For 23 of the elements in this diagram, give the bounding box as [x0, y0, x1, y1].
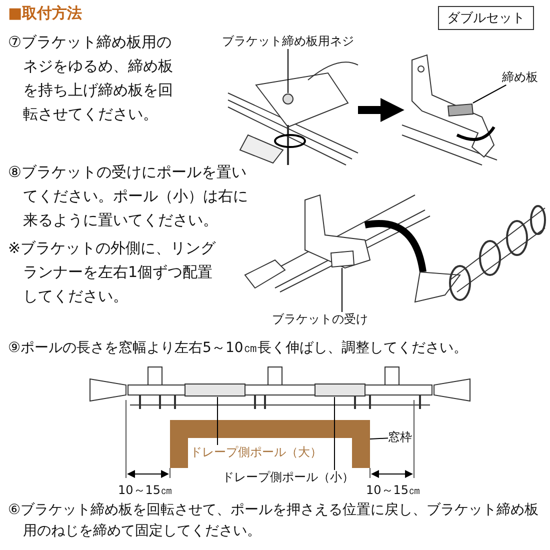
note-text: ※ブラケットの外側に、リングランナーを左右1個ずつ配置してください。: [8, 238, 217, 307]
instruction-text: ⑧ブラケットの受けにポールを置いてください。ポール（小）は右に来るように置いてください。: [8, 162, 248, 231]
instruction-text: ⑥ブラケット締め板を回転させて、ポールを押さえる位置に戻し、ブラケット締め板用のねじを締めて固定してください。: [8, 501, 540, 541]
instruction-text: ⑨ポールの長さを窓幅より左右5～10㎝長く伸ばし、調整してください。: [8, 339, 468, 358]
clamp-plate: [446, 103, 474, 117]
callout-label: 窓枠: [388, 430, 412, 445]
leader-line: [370, 438, 388, 440]
window-frame: [170, 420, 370, 468]
dimension-label: 10～15㎝: [366, 482, 421, 499]
callout-label: ブラケットの受け: [272, 312, 368, 327]
leader-line: [334, 396, 335, 470]
callout-label: 締め板: [502, 70, 538, 85]
callout-label: ブラケット締め板用ネジ: [222, 34, 354, 49]
set-type-label: ダブルセット: [438, 6, 534, 30]
rod-segment: [315, 383, 365, 397]
arrow: [358, 98, 404, 122]
leader-line: [217, 396, 218, 446]
section-heading: ■取付方法: [8, 4, 82, 23]
rod-segment: [185, 383, 245, 397]
bracket-holder: [329, 250, 355, 268]
leader-line: [472, 84, 507, 104]
instruction-text: ⑦ブラケット締め板用のネジをゆるめ、締め板を持ち上げ締め板を回転させてください。: [8, 32, 174, 125]
dimension-label: 10～15㎝: [118, 482, 173, 499]
